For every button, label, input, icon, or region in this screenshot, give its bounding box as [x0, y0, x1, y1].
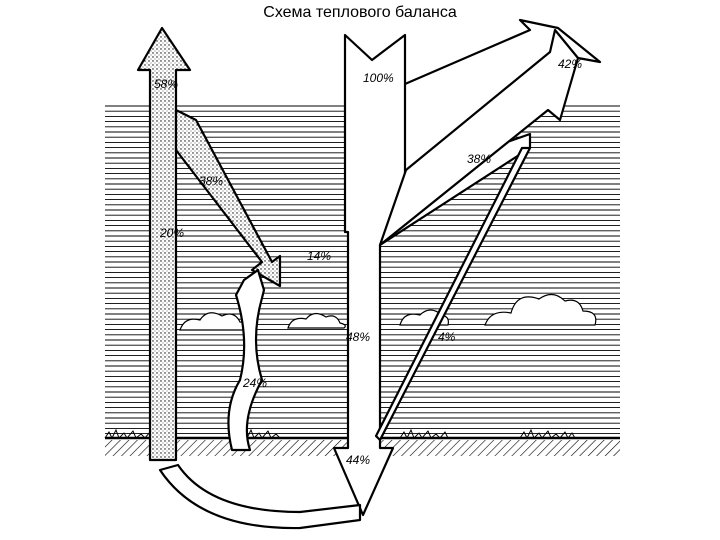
- label-38-left: 38%: [199, 174, 223, 188]
- label-14: 14%: [307, 249, 331, 263]
- label-44: 44%: [346, 453, 370, 467]
- label-4: 4%: [438, 330, 456, 344]
- label-24: 24%: [242, 376, 267, 390]
- label-100: 100%: [363, 71, 394, 85]
- label-20: 20%: [159, 226, 184, 240]
- label-38-right: 38%: [467, 152, 491, 166]
- arrow-absorbed-38: [176, 110, 280, 286]
- label-48: 48%: [346, 330, 370, 344]
- label-42: 42%: [558, 57, 582, 71]
- arrow-outgoing-58: [138, 28, 190, 460]
- label-58: 58%: [154, 77, 178, 91]
- arrow-ground-loop: [160, 465, 360, 528]
